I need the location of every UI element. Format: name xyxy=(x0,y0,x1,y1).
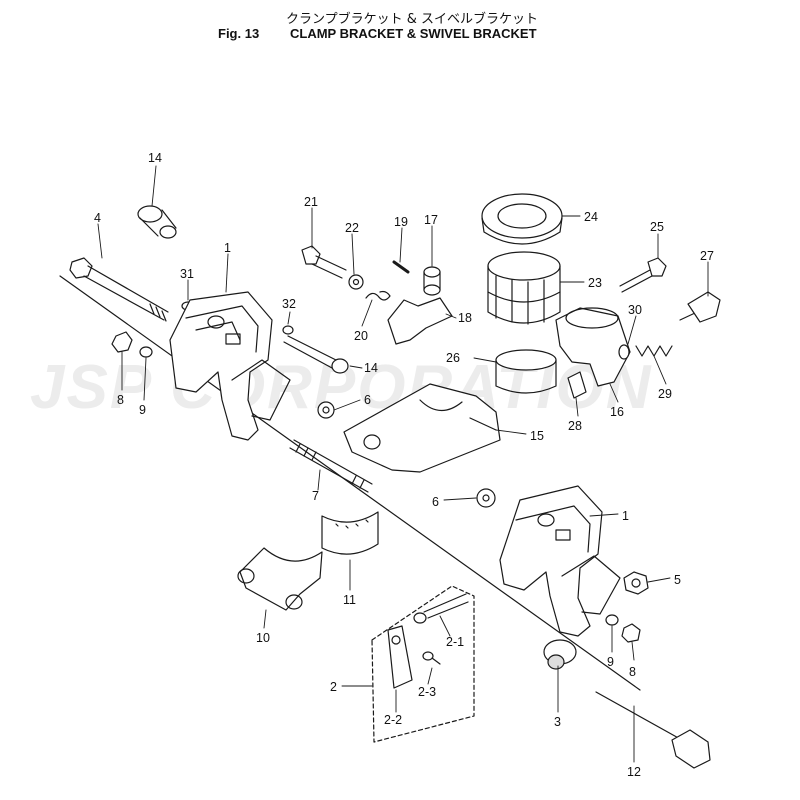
callout-18: 18 xyxy=(458,311,472,325)
part-2-3-pin xyxy=(422,651,441,665)
part-24-ring xyxy=(481,193,563,245)
english-title: CLAMP BRACKET & SWIVEL BRACKET xyxy=(290,26,537,41)
callout-9-left: 9 xyxy=(139,403,146,417)
part-21-bolt xyxy=(301,245,347,279)
callout-1-lower: 1 xyxy=(622,509,629,523)
figure-number: Fig. 13 xyxy=(218,26,260,41)
callout-19: 19 xyxy=(394,215,408,229)
part-3-cap xyxy=(543,639,577,670)
part-1-clamp-bracket-lower xyxy=(499,485,621,637)
callout-22: 22 xyxy=(345,221,359,235)
part-14-bolt xyxy=(283,335,349,374)
part-2-group-box xyxy=(371,585,475,743)
part-10-clamp-block xyxy=(237,547,323,611)
part-15-swivel-bracket xyxy=(343,383,501,473)
assembly-axis-line xyxy=(59,275,641,691)
callout-4: 4 xyxy=(94,211,101,225)
callout-31: 31 xyxy=(180,267,194,281)
part-12-rod xyxy=(595,691,711,769)
callout-2: 2 xyxy=(330,680,337,694)
japanese-title: クランプブラケット & スイベルブラケット xyxy=(286,12,539,27)
callout-6-lower: 6 xyxy=(432,495,439,509)
part-28-block xyxy=(567,371,587,399)
leader-lines xyxy=(97,165,709,763)
callout-26: 26 xyxy=(446,351,460,365)
callout-21: 21 xyxy=(304,195,318,209)
callout-11: 11 xyxy=(343,593,356,607)
callout-2-1: 2-1 xyxy=(446,635,464,649)
callout-13: 14 xyxy=(148,151,162,165)
callout-5: 5 xyxy=(674,573,681,587)
callout-25: 25 xyxy=(650,220,664,234)
callout-2-2: 2-2 xyxy=(384,713,402,727)
part-20-spring xyxy=(365,290,391,301)
callout-30: 30 xyxy=(628,303,642,317)
part-2-1-screw xyxy=(413,593,469,624)
part-25-bolt xyxy=(619,257,667,293)
part-26-sleeve xyxy=(495,349,557,394)
callout-20: 20 xyxy=(354,329,368,343)
part-27-wing-bolt xyxy=(679,291,721,323)
callout-9-right: 9 xyxy=(607,655,614,669)
part-18-lever xyxy=(387,297,453,345)
part-19-pin xyxy=(392,260,410,274)
callout-3: 3 xyxy=(554,715,561,729)
callout-2-3: 2-3 xyxy=(418,685,436,699)
callout-6-upper: 6 xyxy=(364,393,371,407)
callout-17: 17 xyxy=(424,213,438,227)
part-2-2-plate xyxy=(387,625,413,689)
callout-15: 15 xyxy=(530,429,544,443)
part-13-bushing xyxy=(137,205,177,239)
part-9-washer-left xyxy=(139,346,153,358)
callout-8-left: 8 xyxy=(117,393,124,407)
callout-10: 10 xyxy=(256,631,270,645)
callout-14: 14 xyxy=(364,361,378,375)
callout-12: 12 xyxy=(627,765,641,779)
callout-24: 24 xyxy=(584,210,598,224)
callout-23: 23 xyxy=(588,276,602,290)
part-23-bushing xyxy=(487,251,561,325)
callout-7: 7 xyxy=(312,489,319,503)
part-32-washer xyxy=(282,325,294,335)
callout-29: 29 xyxy=(658,387,672,401)
callout-labels: 4 14 31 1 32 14 8 9 21 22 20 19 17 18 24… xyxy=(94,151,714,779)
part-29-spring xyxy=(635,345,673,357)
part-1-clamp-bracket-upper xyxy=(169,291,291,441)
part-11-pad xyxy=(321,511,379,555)
part-6-washer-upper xyxy=(317,401,335,419)
part-5-nut xyxy=(623,571,649,595)
callout-28: 28 xyxy=(568,419,582,433)
part-22-washer xyxy=(348,274,364,290)
part-6-washer-lower xyxy=(476,488,496,508)
part-17-collar xyxy=(423,266,441,296)
part-4-bolt xyxy=(69,257,169,322)
part-7-stud xyxy=(289,439,373,493)
part-30-washer xyxy=(618,344,630,360)
callout-32: 32 xyxy=(282,297,296,311)
callout-16: 16 xyxy=(610,405,624,419)
callout-8-right: 8 xyxy=(629,665,636,679)
part-9-washer-right xyxy=(605,614,619,626)
callout-27: 27 xyxy=(700,249,714,263)
part-16-bracket xyxy=(555,307,631,387)
callout-1-upper: 1 xyxy=(224,241,231,255)
part-8-nut-right xyxy=(621,623,641,643)
part-8-nut-left xyxy=(111,331,133,353)
